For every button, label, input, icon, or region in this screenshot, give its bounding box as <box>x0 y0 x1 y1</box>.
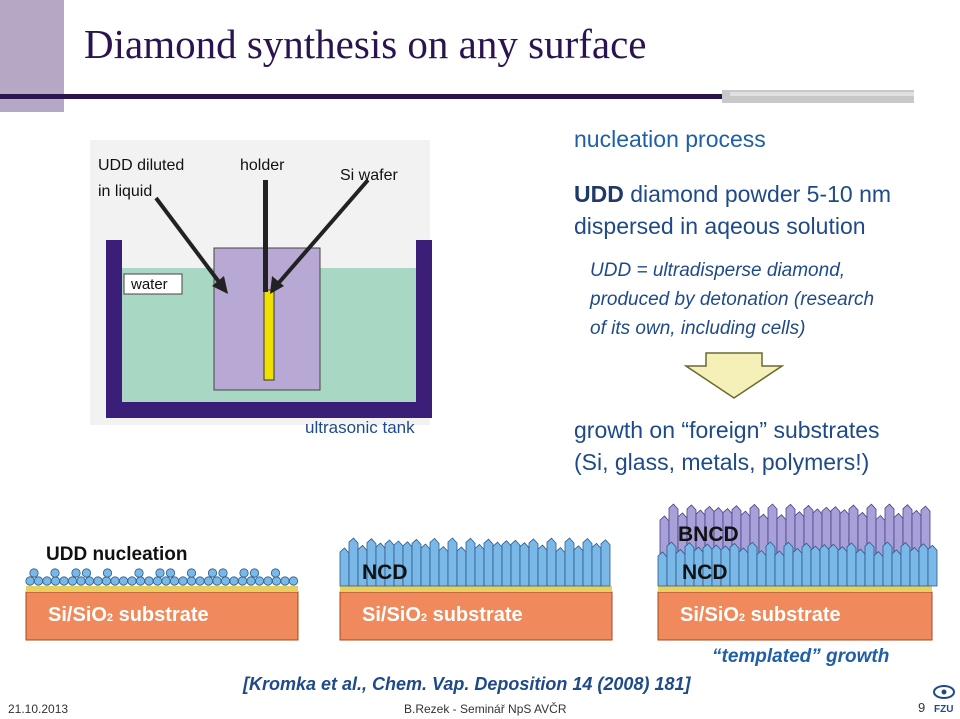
sub1-rest: substrate <box>113 604 209 626</box>
tank-right-wall <box>416 240 432 418</box>
tank-bottom <box>106 402 432 418</box>
ncd-crystals <box>339 537 611 587</box>
substrate-label-3: Si/SiO2 substrate <box>680 604 841 627</box>
tank-left-wall <box>106 240 122 418</box>
footer-page: 9 <box>918 700 926 715</box>
holder-rod <box>263 180 268 292</box>
substrate-label-1: Si/SiO2 substrate <box>48 604 209 627</box>
growth-line1-a: growth on <box>574 417 682 443</box>
ncd-label-panel2: NCD <box>362 561 408 584</box>
sub2-main: Si/SiO <box>362 604 421 626</box>
growth-line1-b: “foreign” <box>681 417 768 443</box>
footer-date: 21.10.2013 <box>8 702 69 716</box>
growth-panels-diagram <box>25 503 938 641</box>
bncd-label: BNCD <box>678 523 739 546</box>
udd-nucleation-label: UDD nucleation <box>46 544 188 565</box>
udd-bold: UDD <box>574 181 624 207</box>
udd-particles <box>25 568 299 586</box>
bncd-crystals <box>659 503 931 557</box>
panel2-substrate <box>339 591 613 641</box>
title-left-bar <box>0 0 64 112</box>
sub1-sub: 2 <box>106 612 114 624</box>
slide-title: Diamond synthesis on any surface <box>84 21 647 67</box>
si-wafer-label: Si wafer <box>340 167 398 184</box>
udd-def-line3: of its own, including cells) <box>590 318 806 339</box>
sub1-main: Si/SiO <box>48 604 107 626</box>
growth-line1-c: substrates <box>767 417 880 443</box>
holder-label: holder <box>240 157 285 174</box>
ultrasonic-setup-diagram <box>90 140 432 425</box>
udd-def-line1: UDD = ultradisperse diamond, <box>590 260 846 281</box>
panel1-substrate <box>25 591 299 641</box>
fzu-logo-text: FZU <box>934 704 954 715</box>
sub2-rest: substrate <box>427 604 523 626</box>
substrate-label-2: Si/SiO2 substrate <box>362 604 523 627</box>
sub3-main: Si/SiO <box>680 604 739 626</box>
ncd-crystals-panel3 <box>657 541 938 587</box>
udd-definition: UDD = ultradisperse diamond, produced by… <box>590 256 874 343</box>
udd-diluted-line1: UDD diluted <box>98 157 185 174</box>
growth-text: growth on “foreign” substrates (Si, glas… <box>574 414 880 478</box>
udd-desc-line2: dispersed in aqeous solution <box>574 213 866 239</box>
udd-description: UDD diamond powder 5-10 nm dispersed in … <box>574 178 891 242</box>
title-underline-light-2 <box>730 92 914 96</box>
water-label: water <box>131 276 168 293</box>
udd-diluted-label: UDD diluted in liquid <box>98 156 184 202</box>
sub3-rest: substrate <box>745 604 841 626</box>
growth-line2: (Si, glass, metals, polymers!) <box>574 449 870 475</box>
down-arrow-icon <box>684 352 784 399</box>
udd-def-line2: produced by detonation (research <box>590 289 875 310</box>
udd-desc-line1: diamond powder 5-10 nm <box>623 181 892 207</box>
citation: [Kromka et al., Chem. Vap. Deposition 14… <box>243 674 691 694</box>
panel3-substrate <box>657 591 933 641</box>
templated-growth-label: “templated” growth <box>712 646 890 667</box>
si-wafer <box>263 289 275 381</box>
footer-author: B.Rezek - Seminář NpS AVČR <box>404 702 567 716</box>
ultrasonic-tank-label: ultrasonic tank <box>305 418 415 437</box>
title-underline <box>0 94 914 99</box>
ncd-label-panel3: NCD <box>682 561 728 584</box>
sub3-sub: 2 <box>738 612 746 624</box>
nucleation-heading: nucleation process <box>574 126 766 152</box>
udd-diluted-line2: in liquid <box>98 183 153 200</box>
sub2-sub: 2 <box>420 612 428 624</box>
fzu-logo-icon <box>933 685 955 699</box>
